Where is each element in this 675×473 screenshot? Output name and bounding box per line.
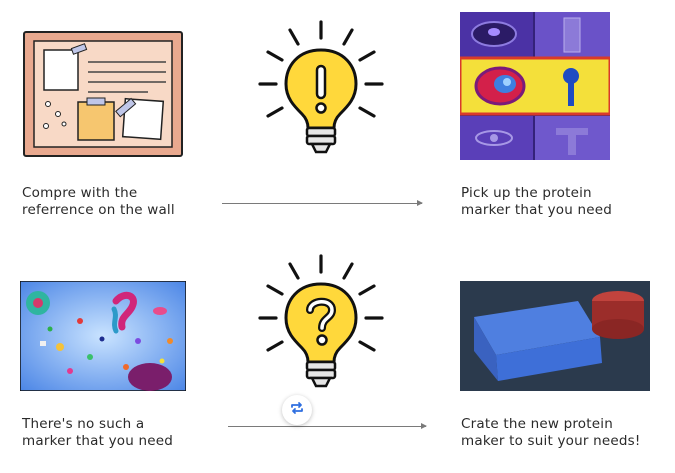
lightbulb-exclamation-icon [250, 18, 392, 160]
step-caption-pick-up: Pick up the protein marker that you need [461, 185, 612, 219]
step-caption-no-marker: There's no such a marker that you need [22, 416, 173, 450]
caption-line: maker to suit your needs! [461, 433, 641, 449]
caption-line: There's no such a [22, 416, 145, 432]
lightbulb-question-icon [250, 252, 392, 394]
floating-proteins-scene [20, 281, 186, 391]
corkboard-illustration [20, 28, 186, 160]
repeat-button[interactable] [282, 395, 312, 425]
caption-line: referrence on the wall [22, 202, 175, 218]
repeat-icon [289, 400, 305, 420]
protein-marker-grid [460, 12, 610, 160]
caption-line: Pick up the protein [461, 185, 592, 201]
caption-line: Compre with the [22, 185, 138, 201]
caption-line: marker that you need [461, 202, 612, 218]
flow-arrow [228, 423, 427, 429]
caption-line: Crate the new protein [461, 416, 613, 432]
caption-line: marker that you need [22, 433, 173, 449]
3d-blocks-scene [460, 281, 650, 391]
flow-arrow [222, 200, 423, 206]
step-caption-compare: Compre with the referrence on the wall [22, 185, 175, 219]
step-caption-create: Crate the new protein maker to suit your… [461, 416, 641, 450]
